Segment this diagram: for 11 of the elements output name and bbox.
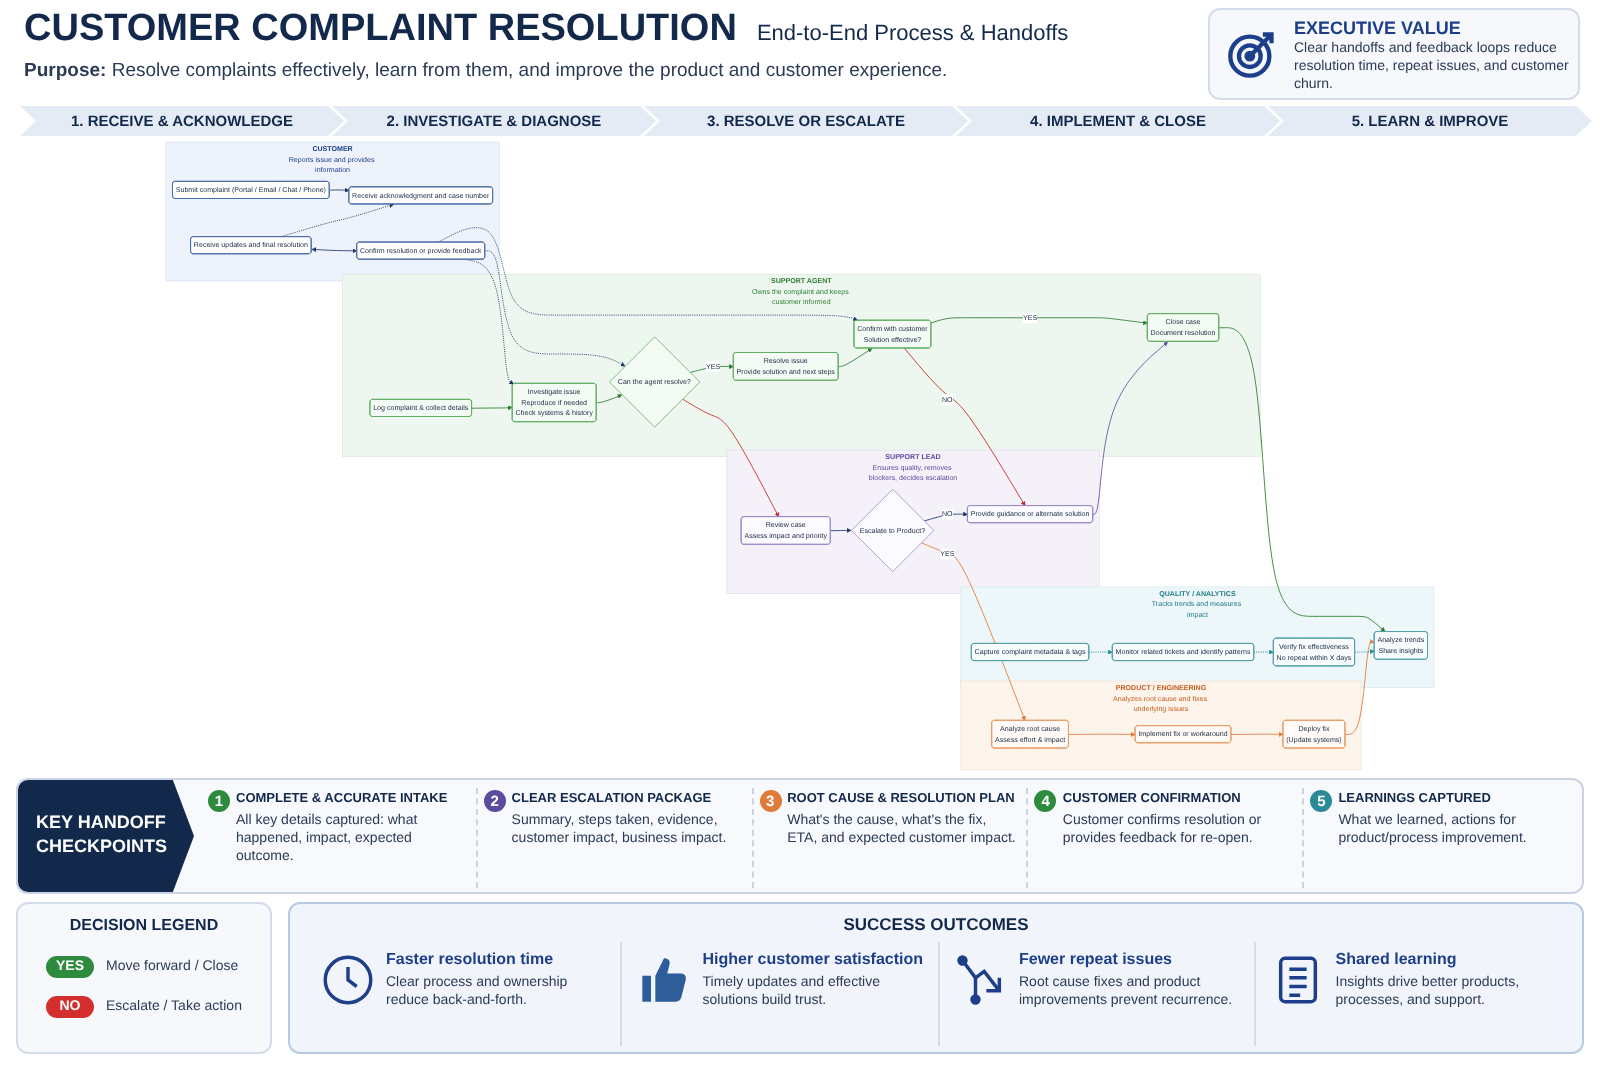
subtitle: End-to-End Process & Handoffs xyxy=(756,22,1069,46)
outcome-heading: Shared learning xyxy=(1335,950,1457,968)
outcome-heading: Fewer repeat issues xyxy=(1019,950,1172,968)
outcome-heading: Higher customer satisfaction xyxy=(702,950,923,968)
outcome-heading: Faster resolution time xyxy=(386,950,554,968)
panel-heading: EXECUTIVE VALUE xyxy=(1294,18,1461,38)
title: CUSTOMER COMPLAINT RESOLUTION xyxy=(24,8,737,52)
purpose-text: Purpose: Resolve complaints effectively, learn from them, and improve the product and customer experience. xyxy=(24,60,948,82)
legend-heading: DECISION LEGEND xyxy=(67,916,221,934)
panel-heading: SUCCESS OUTCOMES xyxy=(841,914,1031,934)
panel-heading-banner: KEY HANDOFF CHECKPOINTS xyxy=(18,780,194,892)
